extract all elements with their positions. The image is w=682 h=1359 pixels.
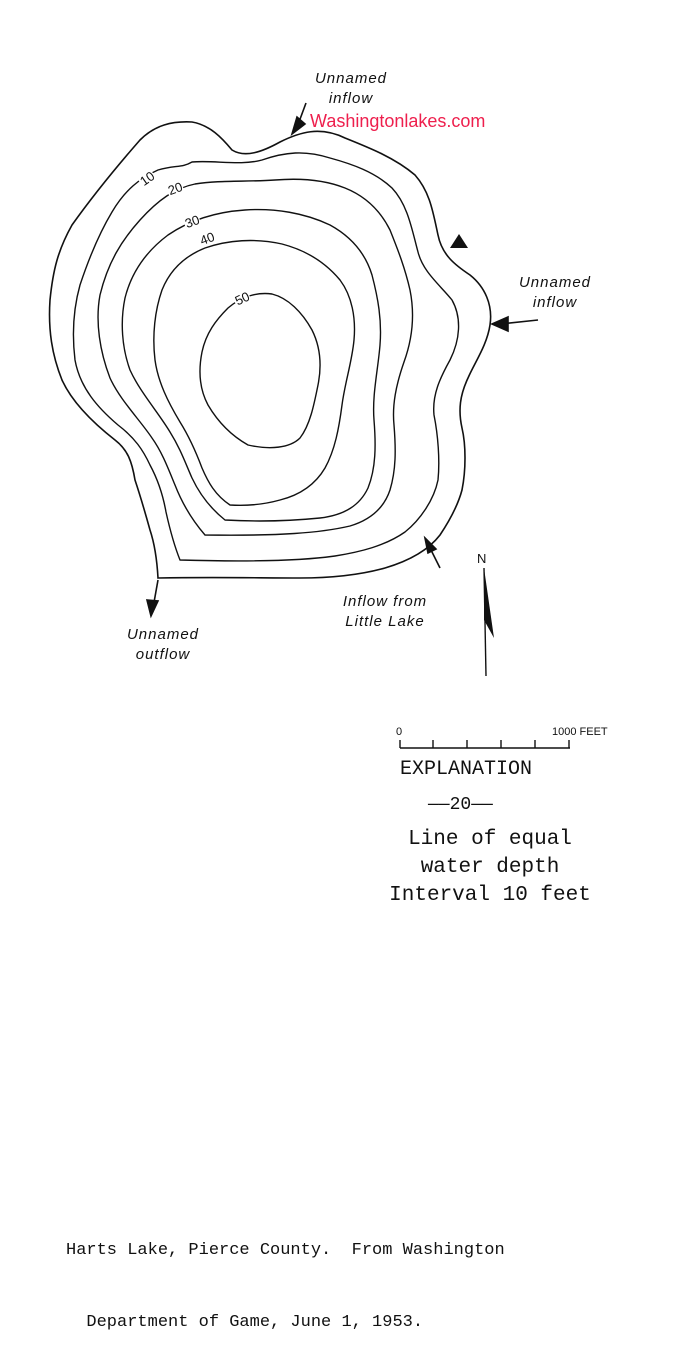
outflow-label-line1: Unnamed — [126, 626, 200, 643]
explanation-title: EXPLANATION — [400, 758, 533, 781]
inflow-top-arrow — [290, 102, 307, 137]
contour-30ft — [121, 208, 382, 522]
inflow-little-lake-arrow — [423, 535, 441, 569]
scale-start-label: 0 — [396, 726, 403, 738]
caption-line-2: Department of Game, June 1, 1953. — [66, 1313, 424, 1332]
watermark: Washingtonlakes.com — [310, 111, 486, 131]
caption: Harts Lake, Pierce County. From Washingt… — [66, 1191, 505, 1359]
legend-sample-value: 20 — [449, 795, 472, 815]
north-arrow-icon — [483, 567, 494, 677]
inflow-top-label-line2: inflow — [328, 90, 374, 107]
outflow-label-line2: outflow — [135, 646, 191, 663]
inflow-right-label-line1: Unnamed — [518, 274, 592, 291]
contour-50ft — [199, 292, 321, 449]
inflow-right-label-line2: inflow — [532, 294, 578, 311]
triangle-marker-icon — [450, 234, 468, 248]
legend-line-2: water depth — [420, 856, 560, 879]
inflow-little-lake-label: Inflow from Little Lake — [320, 592, 450, 632]
caption-line-1: Harts Lake, Pierce County. From Washingt… — [66, 1241, 505, 1260]
contour-20ft — [97, 178, 414, 536]
legend-line-1: Line of equal — [408, 828, 572, 851]
contour-10ft — [72, 152, 460, 562]
inflow-right-label: Unnamed inflow — [500, 273, 610, 313]
shoreline — [48, 121, 492, 579]
scale-bar — [399, 740, 570, 749]
legend-sample: ——20—— — [428, 795, 493, 815]
outflow-arrow — [145, 579, 160, 619]
inflow-top-label-line1: Unnamed — [314, 70, 388, 87]
lake-map — [48, 102, 570, 749]
legend-line-3: Interval 10 feet — [389, 884, 591, 907]
inflow-little-lake-label-line1: Inflow from — [342, 593, 428, 610]
outflow-label: Unnamed outflow — [108, 625, 218, 665]
contour-40ft — [153, 239, 356, 507]
scale-end-label: 1000 FEET — [552, 726, 608, 738]
inflow-right-arrow — [490, 315, 539, 333]
inflow-little-lake-label-line2: Little Lake — [345, 613, 425, 630]
inflow-top-label: Unnamed inflow — [296, 69, 406, 109]
north-label: N — [477, 551, 487, 566]
legend-description: Line of equal water depth Interval 10 fe… — [360, 826, 620, 910]
